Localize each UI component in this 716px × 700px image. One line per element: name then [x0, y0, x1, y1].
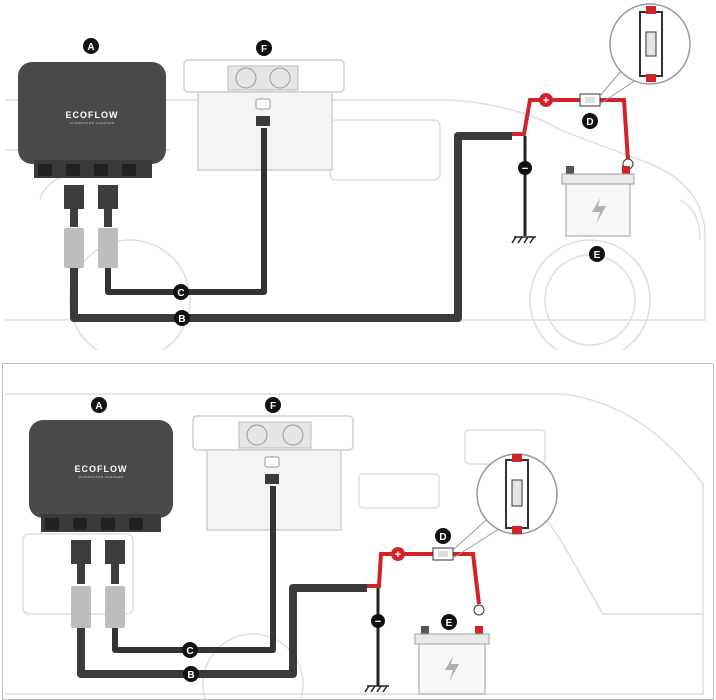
rv-outline [5, 393, 704, 699]
label-c-bottom: C [182, 642, 198, 658]
lightning-bolt-icon-bottom [445, 656, 459, 682]
alternator-charger: ECOFLOW ALTERNATOR CHARGER [18, 62, 166, 178]
label-a-bottom: A [91, 397, 107, 413]
label-c: C [173, 284, 189, 300]
positive-terminal-marker: + [539, 93, 553, 107]
label-d: D [582, 113, 598, 129]
label-d-bottom-text: D [439, 532, 446, 543]
label-e-text: E [594, 250, 601, 261]
label-b-text: B [178, 314, 185, 325]
diagram-panel-bottom: A ECOFLOW ALTERNATOR CHARGER F C [2, 363, 714, 700]
label-e: E [589, 246, 605, 262]
positive-sign-bottom: + [395, 549, 401, 561]
wiring-diagram-bottom: A ECOFLOW ALTERNATOR CHARGER F C [5, 393, 704, 699]
label-e-bottom-text: E [446, 618, 453, 629]
charger-plugs-bottom [71, 540, 125, 628]
brand-name: ECOFLOW [66, 110, 119, 120]
label-f: F [256, 40, 272, 56]
diagram-panel-top: A ECOFLOW ALTERNATOR CHARGER F [5, 3, 706, 350]
label-f-text: F [261, 44, 267, 55]
fuse-zoom-callout-bottom [452, 453, 558, 559]
fuse-holder [579, 93, 601, 107]
fuse-holder-bottom [432, 547, 454, 561]
cable-b-bottom [77, 584, 367, 678]
positive-wire-bottom [367, 552, 481, 605]
negative-sign: − [522, 163, 528, 175]
label-a: A [83, 38, 99, 54]
label-c-text: C [177, 288, 184, 299]
label-d-text: D [586, 117, 593, 128]
charger-plugs [64, 185, 118, 268]
lightning-bolt-icon [592, 198, 606, 224]
negative-terminal-marker: − [518, 161, 532, 175]
brand-subtitle-bottom: ALTERNATOR CHARGER [79, 475, 124, 479]
wiring-diagram-top: A ECOFLOW ALTERNATOR CHARGER F [5, 3, 706, 350]
label-b-bottom-text: B [187, 670, 194, 681]
cable-b [70, 132, 512, 322]
ground-icon [511, 236, 536, 244]
positive-sign: + [543, 95, 549, 107]
fuse-zoom-callout [599, 3, 691, 105]
ring-terminal-bottom [473, 604, 485, 616]
alternator-charger-bottom: ECOFLOW ALTERNATOR CHARGER [29, 420, 173, 532]
negative-terminal-marker-bottom: − [371, 614, 385, 628]
ground-icon-bottom [364, 685, 389, 693]
label-c-bottom-text: C [186, 646, 193, 657]
battery-bottom [414, 626, 490, 695]
label-f-bottom-text: F [270, 401, 276, 412]
brand-subtitle: ALTERNATOR CHARGER [70, 121, 115, 125]
brand-name-bottom: ECOFLOW [75, 464, 128, 474]
battery [561, 166, 635, 237]
label-b-bottom: B [183, 666, 199, 682]
label-d-bottom: D [435, 528, 451, 544]
label-a-bottom-text: A [95, 401, 102, 412]
label-e-bottom: E [441, 614, 457, 630]
label-a-text: A [87, 42, 94, 53]
negative-sign-bottom: − [375, 616, 381, 628]
label-f-bottom: F [265, 397, 281, 413]
label-b: B [174, 310, 190, 326]
positive-terminal-marker-bottom: + [391, 547, 405, 561]
positive-wire [512, 98, 630, 161]
